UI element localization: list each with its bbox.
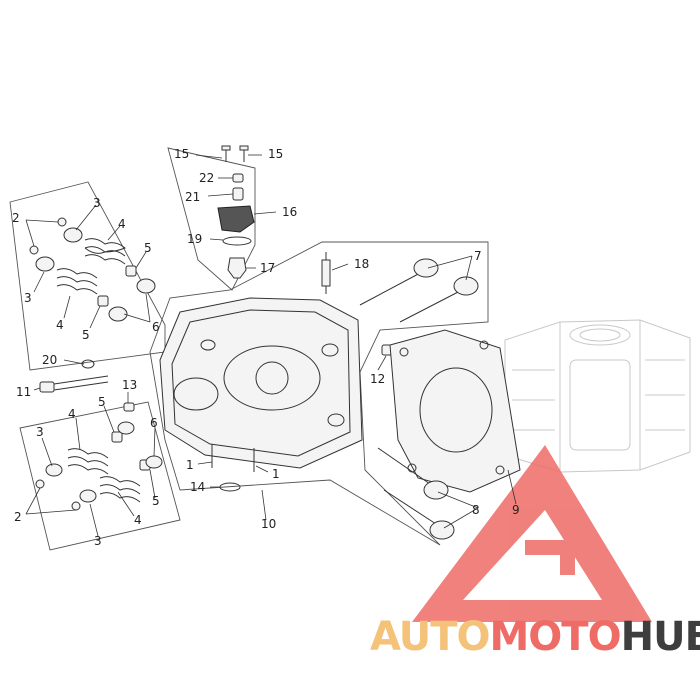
- cylinder-head-10: [159, 297, 363, 469]
- thermostat-pin-21: [232, 187, 244, 201]
- head-bolt-11: [39, 375, 109, 393]
- callout-3b: 3: [24, 291, 32, 305]
- callout-5b: 5: [82, 328, 90, 342]
- leader-lines: [25, 154, 517, 537]
- valve-7b: [399, 276, 479, 323]
- callout-20: 20: [42, 353, 57, 367]
- watermark-logo: [412, 445, 652, 622]
- watermark-text: AUTOMOTOHUB: [370, 614, 700, 660]
- lower-valve-spring-group-box: [19, 401, 181, 551]
- callout-1a: 1: [186, 458, 194, 472]
- callout-3d: 3: [94, 534, 102, 548]
- callout-4d: 4: [134, 513, 142, 527]
- callout-14: 14: [190, 480, 205, 494]
- callout-6b: 6: [150, 416, 158, 430]
- callout-5c: 5: [98, 395, 106, 409]
- upper-valve-spring-group-box: [9, 181, 166, 371]
- callout-15b: 15: [268, 147, 283, 161]
- callout-22: 22: [199, 171, 214, 185]
- head-gasket-9: [389, 329, 521, 493]
- callout-5d: 5: [152, 494, 160, 508]
- callout-11: 11: [16, 385, 31, 399]
- valve-7a: [359, 258, 439, 306]
- callout-5a: 5: [144, 241, 152, 255]
- callout-15a: 15: [174, 147, 189, 161]
- screw-15a: [221, 145, 231, 162]
- callout-1b: 1: [272, 467, 280, 481]
- callout-16: 16: [282, 205, 297, 219]
- callout-3c: 3: [36, 425, 44, 439]
- callout-9: 9: [512, 503, 520, 517]
- callout-18: 18: [354, 257, 369, 271]
- callout-2a: 2: [12, 211, 20, 225]
- callout-4c: 4: [68, 407, 76, 421]
- thermostat-housing-16: [217, 205, 255, 233]
- callout-12: 12: [370, 372, 385, 386]
- callout-7: 7: [474, 249, 482, 263]
- callout-3a: 3: [93, 196, 101, 210]
- lower-valve-springs: [35, 421, 163, 511]
- callout-2b: 2: [14, 510, 22, 524]
- dowel-13: [123, 402, 135, 412]
- spark-plug-18: [321, 252, 331, 294]
- callout-4b: 4: [56, 318, 64, 332]
- callout-21: 21: [185, 190, 200, 204]
- temperature-sensor-17: [227, 257, 247, 279]
- callout-19: 19: [187, 232, 202, 246]
- callout-6a: 6: [152, 320, 160, 334]
- watermark-triangle: [412, 445, 652, 622]
- upper-valve-springs: [29, 217, 156, 322]
- o-ring-19: [222, 236, 252, 246]
- callout-8: 8: [472, 503, 480, 517]
- callout-4a: 4: [118, 217, 126, 231]
- callout-13: 13: [122, 378, 137, 392]
- valve-8a: [377, 447, 449, 500]
- thermostat-cap-22: [232, 173, 244, 183]
- callout-17: 17: [260, 261, 275, 275]
- ghost-cylinder: [504, 319, 691, 473]
- screw-15b: [239, 145, 249, 162]
- callout-10: 10: [261, 517, 276, 531]
- cylinder-head-group-box: [149, 241, 489, 546]
